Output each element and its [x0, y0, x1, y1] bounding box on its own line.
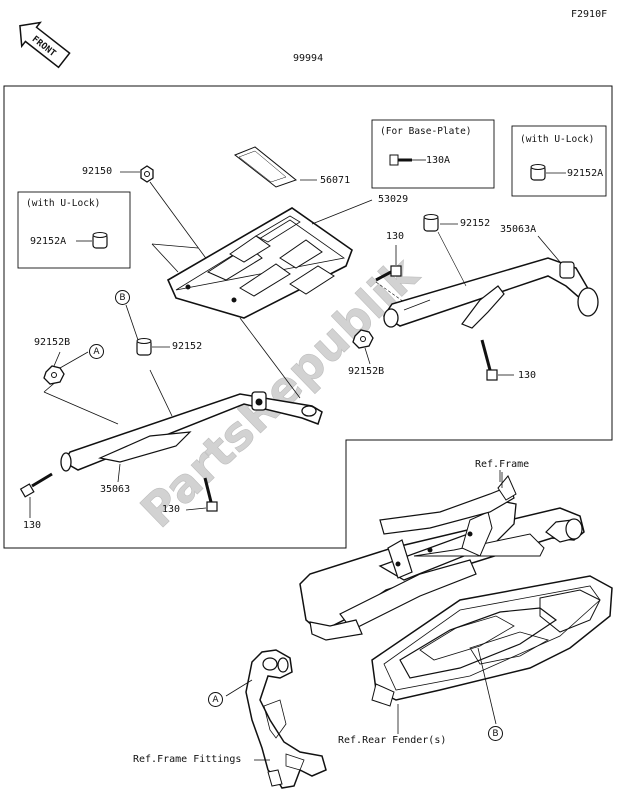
label-92152a-right: 92152A	[567, 168, 604, 179]
collar-92152-top-icon	[423, 214, 467, 287]
label-35063: 35063	[100, 484, 131, 495]
u-lock-left-box-title: (with U-Lock)	[26, 198, 101, 209]
frame-fittings-icon	[225, 649, 327, 789]
main-frame-outline	[3, 85, 613, 549]
label-130-right: 130	[518, 370, 537, 381]
carrier-plate-53029-icon	[151, 199, 373, 399]
rear-fender-icon	[371, 575, 613, 734]
u-lock-right-box-title: (with U-Lock)	[520, 134, 595, 145]
bolt-130-mid-icon	[185, 477, 218, 512]
leader-callout-a-top	[59, 351, 89, 369]
bolt-130-top-icon	[375, 245, 405, 303]
callout-b-bottom: B	[488, 726, 503, 741]
label-92152b-right: 92152B	[348, 366, 385, 377]
label-35063a: 35063A	[500, 224, 537, 235]
label-92152-left: 92152	[172, 341, 203, 352]
label-130-top: 130	[386, 231, 405, 242]
collar-92152a-left-icon	[76, 232, 108, 249]
bolt-130-right-icon	[480, 339, 514, 381]
sticker-56071-icon	[234, 146, 317, 188]
label-56071: 56071	[320, 175, 351, 186]
label-53029: 53029	[378, 194, 409, 205]
collar-92152b-right-icon	[352, 329, 374, 365]
label-130-left: 130	[23, 520, 42, 531]
collar-92152a-right-icon	[530, 164, 566, 181]
bracket-35063-icon	[43, 369, 323, 483]
callout-a-top: A	[89, 344, 104, 359]
ref-frame-fittings-label: Ref.Frame Fittings	[133, 754, 242, 765]
bracket-35063a-icon	[382, 235, 599, 329]
collar-92152b-left-icon	[43, 351, 65, 385]
box-base-plate	[371, 119, 495, 189]
front-badge-icon: FRONT	[19, 21, 71, 69]
callout-a-bottom: A	[208, 692, 223, 707]
bolt-130-left-icon	[19, 472, 53, 518]
collar-92152-left-icon	[125, 304, 170, 356]
label-92152-top: 92152	[460, 218, 491, 229]
frame-icon	[299, 472, 585, 641]
label-92152a-left: 92152A	[30, 236, 67, 247]
figure-code: F2910F	[571, 9, 608, 20]
box-u-lock-right	[511, 125, 607, 197]
label-92150: 92150	[82, 166, 113, 177]
assembly-number: 99994	[293, 53, 324, 64]
ref-frame-label: Ref.Frame	[475, 459, 530, 470]
callout-b-top: B	[115, 290, 130, 305]
ref-rear-fender-label: Ref.Rear Fender(s)	[338, 735, 447, 746]
label-130-mid: 130	[162, 504, 181, 515]
base-plate-box-title: (For Base-Plate)	[380, 126, 472, 137]
label-92152b-left: 92152B	[34, 337, 71, 348]
bolt-130a-icon	[389, 154, 426, 166]
box-u-lock-left	[17, 191, 131, 269]
label-130a: 130A	[426, 155, 451, 166]
